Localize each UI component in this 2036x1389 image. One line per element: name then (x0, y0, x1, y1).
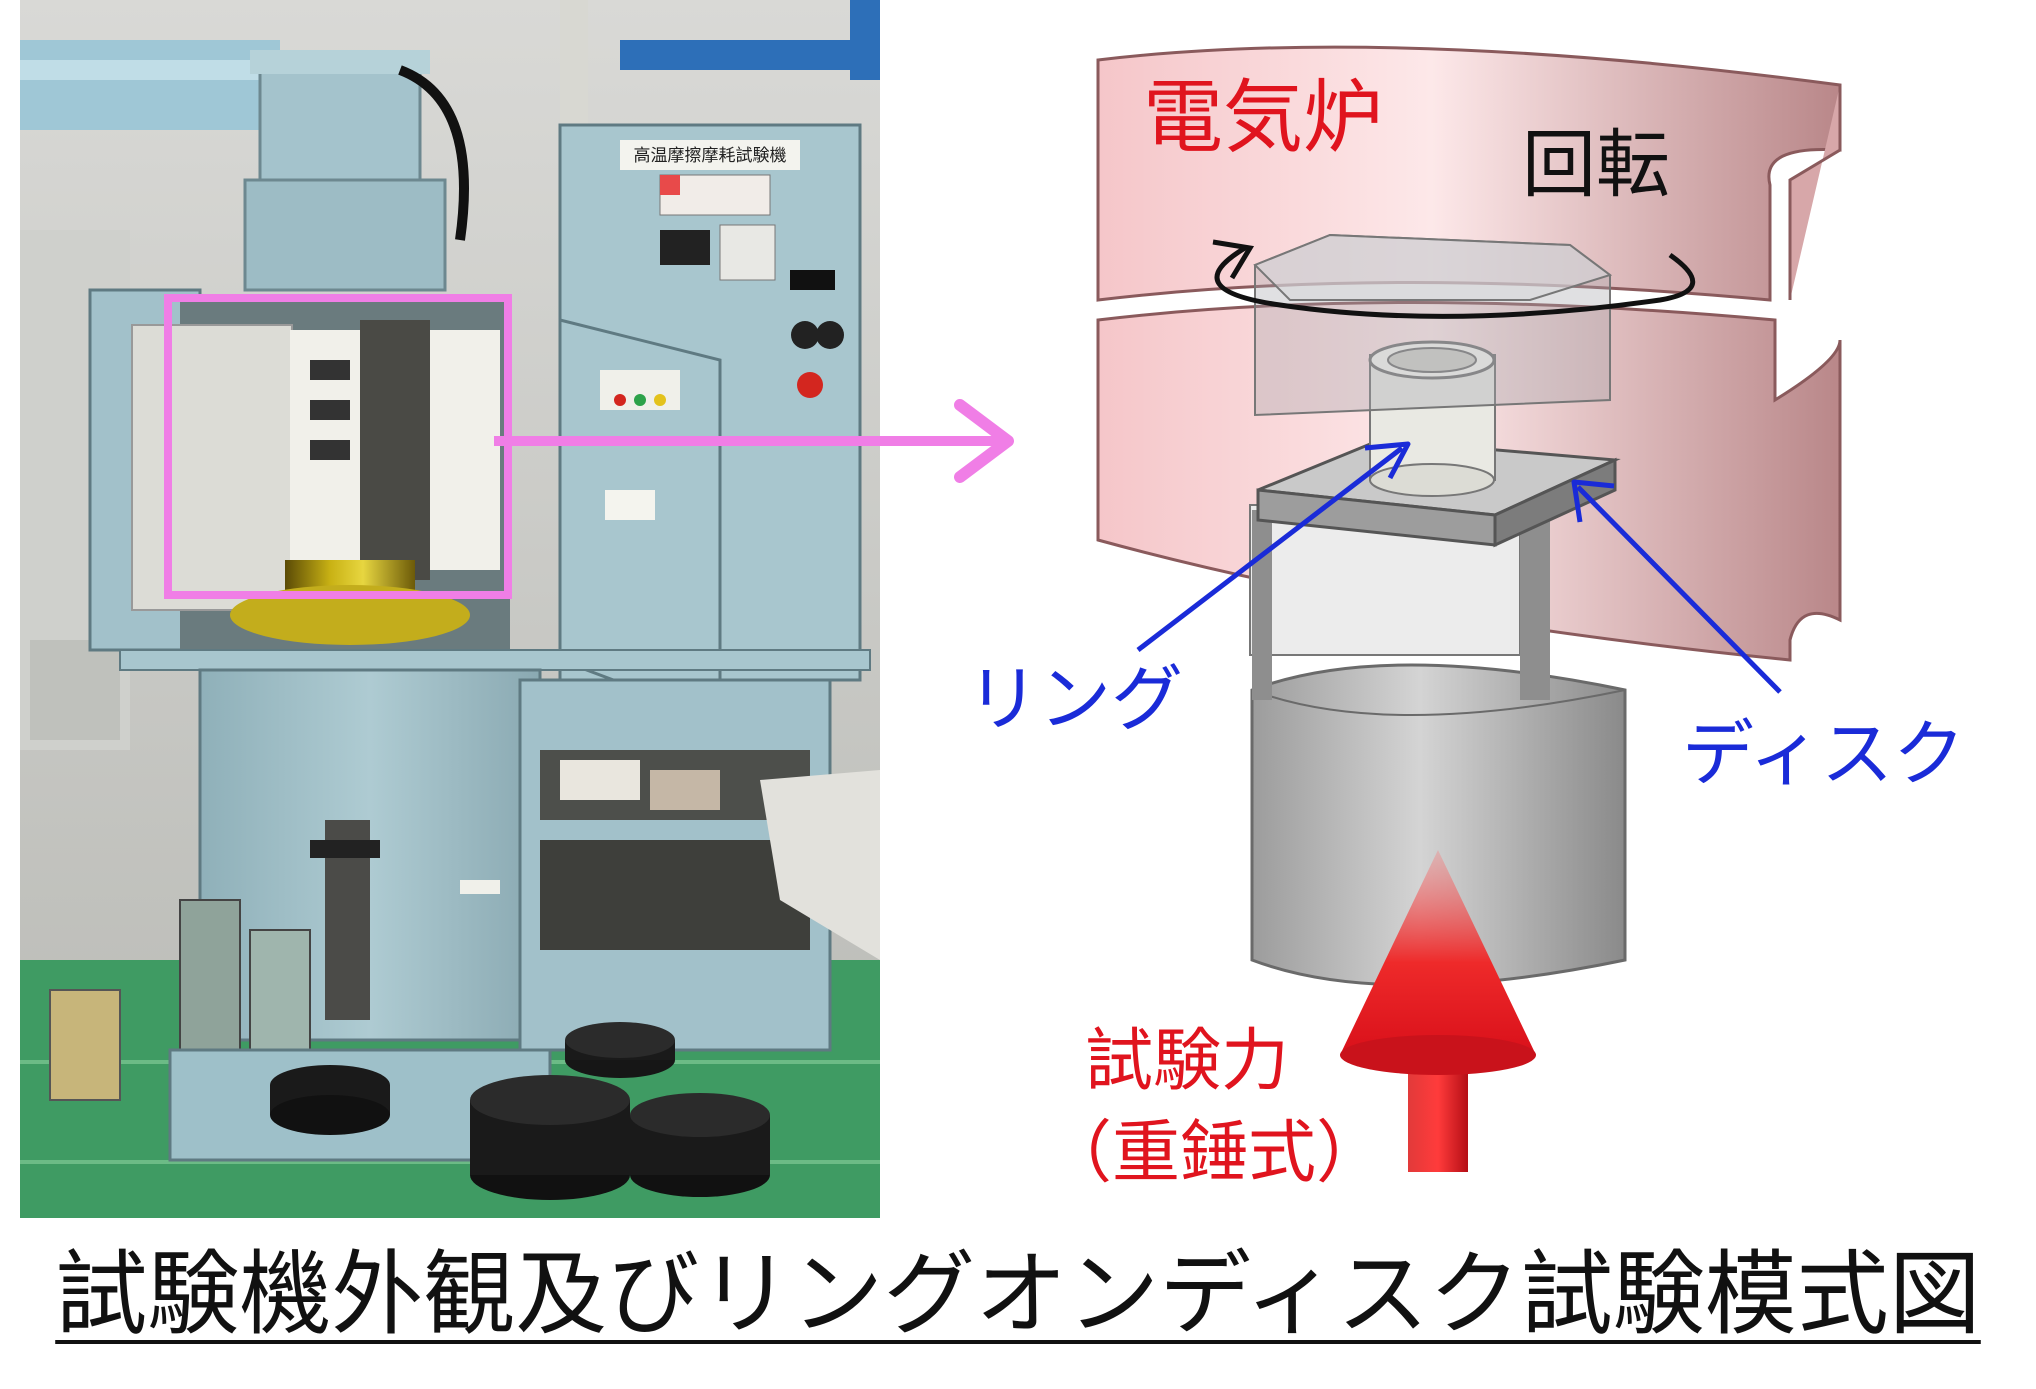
ring-on-disc-schematic (1096, 45, 1842, 1172)
disc-leader-arrow (1571, 479, 1782, 694)
test-machine-photo: 高温摩擦摩耗試験機 (20, 0, 880, 1218)
panel-sign-text: 高温摩擦摩耗試験機 (634, 146, 787, 166)
highlight-box (164, 294, 512, 599)
furnace-label: 電気炉 (1143, 71, 1383, 164)
test-force-method-label: （重錘式） (1044, 1114, 1385, 1193)
test-machine-illustration: 高温摩擦摩耗試験機 (20, 0, 880, 1218)
disc-label: ディスク (1682, 712, 1965, 796)
ring-leader-arrow (1136, 441, 1411, 652)
figure-caption: 試験機外観及びリングオンディスク試験模式図 (0, 1240, 2036, 1350)
force-arrow (1340, 850, 1536, 1172)
weights (470, 1022, 770, 1200)
ring-label: リング (967, 657, 1184, 741)
figure-caption-text: 試験機外観及びリングオンディスク試験模式図 (55, 1241, 1981, 1348)
rotation-arrow (1212, 239, 1695, 319)
test-force-label: 試験力 (1085, 1022, 1290, 1101)
rotation-label: 回転 (1522, 122, 1670, 208)
rotating-holder (1253, 233, 1613, 417)
